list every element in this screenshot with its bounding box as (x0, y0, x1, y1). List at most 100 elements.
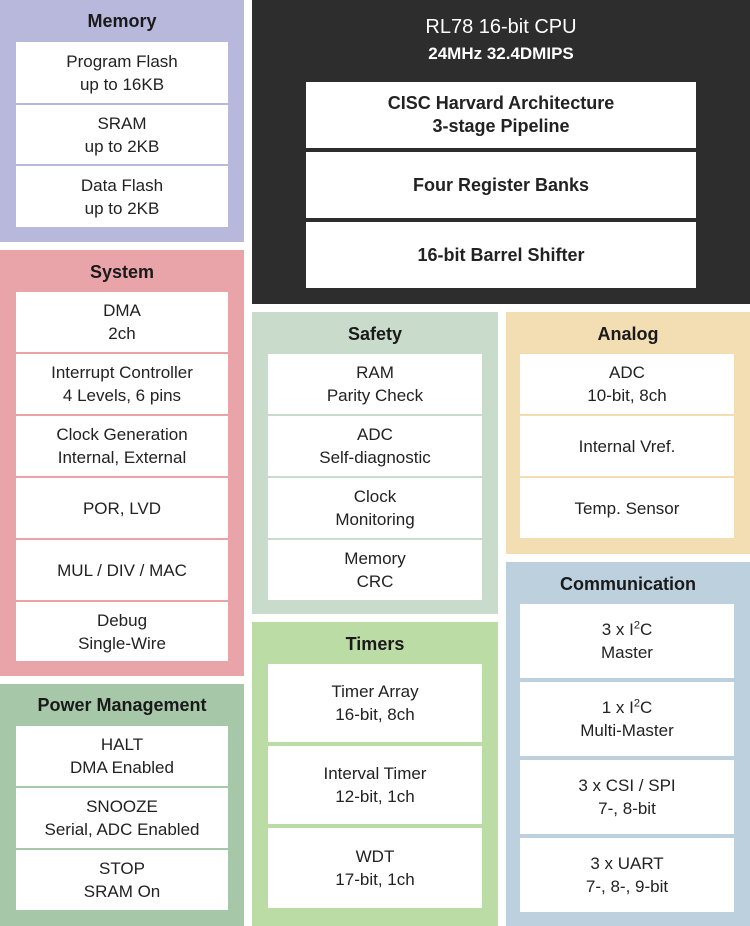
system-debug: Debug Single-Wire (16, 602, 228, 661)
cpu-panel: RL78 16-bit CPU 24MHz 32.4DMIPS CISC Har… (252, 0, 750, 304)
timers-wdt: WDT 17-bit, 1ch (268, 828, 482, 908)
cpu-architecture: CISC Harvard Architecture 3-stage Pipeli… (306, 82, 696, 148)
cell-line: MUL / DIV / MAC (57, 560, 187, 580)
cpu-barrel-shifter: 16-bit Barrel Shifter (306, 222, 696, 288)
cell-line: CISC Harvard Architecture (387, 93, 615, 113)
cell-line: 16-bit Barrel Shifter (417, 244, 585, 265)
cell-line: ADC (609, 363, 645, 382)
cell-line: Monitoring (335, 510, 415, 529)
cell-line: up to 2KB (84, 198, 160, 218)
cell-line: 10-bit, 8ch (587, 386, 667, 405)
cell-line: 3 x CSI / SPI (578, 776, 676, 795)
i2c-prefix: 3 x I (601, 620, 634, 639)
cell-line: DMA (103, 301, 141, 320)
cpu-subtitle: 24MHz 32.4DMIPS (428, 44, 574, 63)
timers-timer-array: Timer Array 16-bit, 8ch (268, 664, 482, 742)
cell-line: 3 x UART (590, 854, 664, 873)
cell-line: 1 x I2C (602, 696, 653, 719)
safety-title: Safety (347, 324, 403, 344)
cell-line: SNOOZE (86, 797, 158, 816)
cell-line: Four Register Banks (412, 174, 590, 195)
comm-i2c-master: 3 x I2C Master (520, 604, 734, 678)
system-title: System (89, 262, 155, 282)
i2c-prefix: 1 x I (601, 698, 634, 717)
cpu-register-banks: Four Register Banks (306, 152, 696, 218)
cell-line: RAM (356, 363, 394, 382)
memory-data-flash: Data Flash up to 2KB (16, 166, 228, 227)
cell-line: 3-stage Pipeline (432, 116, 570, 136)
analog-title: Analog (597, 324, 659, 344)
comm-uart: 3 x UART 7-, 8-, 9-bit (520, 838, 734, 912)
memory-title: Memory (87, 11, 157, 31)
safety-memory-crc: Memory CRC (268, 540, 482, 600)
memory-panel: Memory Program Flash up to 16KB SRAM up … (0, 0, 244, 242)
i2c-suffix: C (639, 698, 653, 717)
cell-line: HALT (100, 735, 144, 754)
cell-line: SRAM On (83, 882, 161, 901)
cell-line: Debug (96, 610, 148, 630)
timers-title: Timers (345, 634, 405, 654)
cell-line: Data Flash (80, 175, 164, 195)
power-management-title: Power Management (37, 695, 207, 715)
analog-adc: ADC 10-bit, 8ch (520, 354, 734, 414)
cell-line: STOP (99, 859, 145, 878)
memory-sram: SRAM up to 2KB (16, 105, 228, 164)
cell-line: 12-bit, 1ch (335, 787, 415, 806)
cell-line: Memory (344, 549, 406, 568)
analog-internal-vref: Internal Vref. (520, 416, 734, 476)
power-management-panel: Power Management HALT DMA Enabled SNOOZE… (0, 684, 244, 926)
system-interrupt-controller: Interrupt Controller 4 Levels, 6 pins (16, 354, 228, 414)
cell-line: Serial, ADC Enabled (44, 820, 200, 839)
analog-temp-sensor: Temp. Sensor (520, 478, 734, 538)
cell-line: Multi-Master (580, 721, 674, 740)
cell-line: ADC (357, 425, 393, 444)
i2c-superscript: 2 (633, 619, 640, 632)
timers-panel: Timers Timer Array 16-bit, 8ch Interval … (252, 622, 498, 926)
cell-line: Interrupt Controller (51, 363, 193, 382)
cell-line: 3 x I2C (602, 618, 653, 641)
cell-line: 2ch (108, 324, 136, 343)
power-snooze: SNOOZE Serial, ADC Enabled (16, 788, 228, 848)
cell-line: Temp. Sensor (574, 498, 680, 518)
i2c-superscript: 2 (633, 697, 640, 710)
memory-program-flash: Program Flash up to 16KB (16, 42, 228, 103)
cell-line: Clock Generation (56, 425, 188, 444)
cell-line: Clock (353, 487, 397, 506)
cell-line: Parity Check (326, 386, 424, 405)
cell-line: Program Flash (66, 51, 178, 71)
cell-line: Timer Array (331, 682, 419, 701)
cell-line: 7-, 8-, 9-bit (585, 877, 669, 896)
cell-line: up to 2KB (84, 136, 160, 156)
comm-csi-spi: 3 x CSI / SPI 7-, 8-bit (520, 760, 734, 834)
cell-line: WDT (355, 847, 395, 866)
cell-line: up to 16KB (79, 74, 165, 94)
communication-panel: Communication 3 x I2C Master 1 x I2C Mul… (506, 562, 750, 926)
system-clock-generation: Clock Generation Internal, External (16, 416, 228, 476)
cell-line: Single-Wire (78, 633, 166, 653)
safety-ram-parity: RAM Parity Check (268, 354, 482, 414)
cell-line: 16-bit, 8ch (335, 705, 415, 724)
timers-interval-timer: Interval Timer 12-bit, 1ch (268, 746, 482, 824)
cell-line: DMA Enabled (70, 758, 174, 777)
safety-adc-diagnostic: ADC Self-diagnostic (268, 416, 482, 476)
cell-line: Internal Vref. (578, 436, 676, 456)
system-por-lvd: POR, LVD (16, 478, 228, 538)
system-dma: DMA 2ch (16, 292, 228, 352)
power-halt: HALT DMA Enabled (16, 726, 228, 786)
cell-line: 4 Levels, 6 pins (62, 386, 182, 405)
cpu-title: RL78 16-bit CPU (425, 16, 577, 38)
communication-title: Communication (559, 574, 696, 594)
cell-line: 7-, 8-bit (598, 799, 656, 818)
cell-line: CRC (356, 572, 394, 591)
cell-line: Master (601, 643, 653, 662)
system-panel: System DMA 2ch Interrupt Controller 4 Le… (0, 250, 244, 676)
comm-i2c-multi-master: 1 x I2C Multi-Master (520, 682, 734, 756)
i2c-suffix: C (639, 620, 653, 639)
analog-panel: Analog ADC 10-bit, 8ch Internal Vref. Te… (506, 312, 750, 554)
system-mul-div-mac: MUL / DIV / MAC (16, 540, 228, 600)
cell-line: POR, LVD (82, 498, 162, 518)
cell-line: Interval Timer (323, 764, 427, 783)
cell-line: Self-diagnostic (319, 448, 431, 467)
safety-panel: Safety RAM Parity Check ADC Self-diagnos… (252, 312, 498, 614)
cell-line: SRAM (97, 113, 147, 133)
